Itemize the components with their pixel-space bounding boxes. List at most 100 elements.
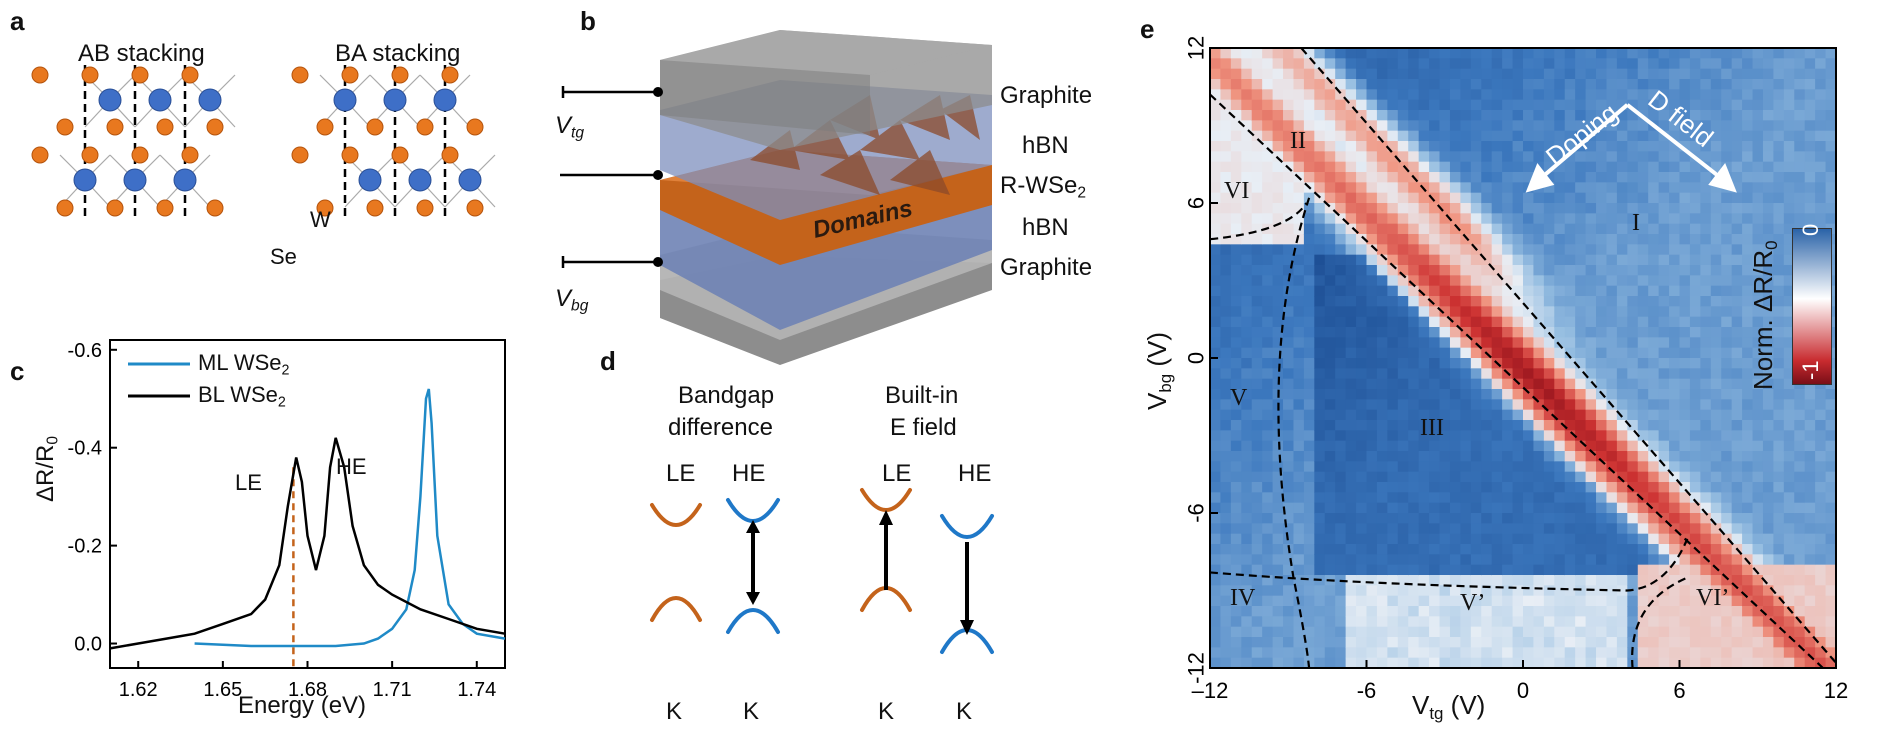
lattice [292,65,495,218]
se-atom [467,119,483,135]
y-tick-label: 6 [1184,197,1209,209]
colorbar-bottom-value: -1 [1798,360,1824,380]
se-atom [132,147,148,163]
legend-bl: BL WSe2 [198,382,286,410]
y-tick-label: 12 [1184,36,1209,60]
se-atom [367,200,383,216]
y-tick-label: 0.0 [74,634,102,656]
x-tick-label: 12 [1824,678,1848,703]
colorbar-top-value: 0 [1798,224,1824,236]
se-atom [107,200,123,216]
y-tick-label: 0 [1184,352,1209,364]
region-IV: IV [1230,585,1255,612]
w-atom [99,89,121,111]
k-label-2: K [743,698,759,726]
se-atom [57,119,73,135]
w-atom [359,169,381,191]
le-valence-band-left [652,598,700,620]
se-atom [157,119,173,135]
se-atom [82,67,98,83]
k-label-3: K [878,698,894,726]
panel-c: c 1.621.651.681.711.74-0.6-0.4-0.20.0 ΔR… [0,320,530,744]
w-atom-label: W [310,207,331,233]
se-atom [132,67,148,83]
se-atom [207,119,223,135]
y-tick-label: -12 [1184,652,1209,684]
circuit-wires [560,80,658,274]
region-II: II [1290,128,1306,155]
he-valence-band-left [728,610,778,632]
spectra-ylabel: ΔR/R0 [32,436,63,502]
se-atom-label: Se [270,244,297,270]
se-atom [32,147,48,163]
se-atom [207,200,223,216]
spectra-xlabel: Energy (eV) [238,692,366,720]
se-atom [392,67,408,83]
legend-ml: ML WSe2 [198,350,289,378]
x-tick-label: 0 [1517,678,1529,703]
x-tick-label: 1.71 [373,679,412,701]
he-peak-label: HE [336,454,367,480]
vtg-label: Vtg [555,112,584,143]
x-tick-label: 1.62 [119,679,158,701]
region-III: III [1420,415,1444,442]
lattice [32,65,235,218]
se-atom [317,119,333,135]
w-atom [74,169,96,191]
x-tick-label: 1.74 [457,679,496,701]
se-atom [32,67,48,83]
w-atom [459,169,481,191]
vbg-label: Vbg [555,285,588,316]
x-tick-label: 1.65 [203,679,242,701]
x-tick-label: -6 [1357,678,1377,703]
w-atom [434,89,456,111]
w-atom [199,89,221,111]
se-atom [417,200,433,216]
series-line-bl [110,438,505,649]
y-tick-label: -6 [1184,503,1209,523]
se-atom [182,147,198,163]
se-atom [157,200,173,216]
se-atom [57,200,73,216]
le-peak-label: LE [235,470,262,496]
le-conduction-band-right [862,490,910,510]
layer-label-wse2: R-WSe2 [1000,172,1086,203]
series-line-ml [195,389,505,646]
se-atom [342,147,358,163]
panel-a: a AB stacking BA stacking W Se [0,0,520,290]
se-atom [182,67,198,83]
se-atom [292,147,308,163]
k-label-4: K [956,698,972,726]
region-I: I [1632,210,1640,237]
w-atom [174,169,196,191]
x-tick-label: 6 [1673,678,1685,703]
k-label-1: K [666,698,682,726]
se-atom [442,147,458,163]
layer-label-graphite-bottom: Graphite [1000,254,1092,282]
he-conduction-band-right [942,516,992,537]
w-atom [409,169,431,191]
se-atom [467,200,483,216]
w-atom [124,169,146,191]
le-conduction-band-left [652,505,700,525]
w-atom [149,89,171,111]
layer-label-hbn-bottom: hBN [1022,214,1069,242]
se-atom [82,147,98,163]
heatmap-ylabel: Vbg (V) [1142,332,1176,410]
he-conduction-band-left [728,500,778,521]
region-VI-prime: VI’ [1696,585,1729,612]
y-tick-label: -0.2 [68,536,102,558]
w-atom [384,89,406,111]
region-V: V [1230,385,1247,412]
w-atom [334,89,356,111]
colorbar-label: Norm. ΔR/R0 [1748,240,1782,390]
panel-b: b Domains [560,0,1140,370]
layer-label-hbn-top: hBN [1022,132,1069,160]
heatmap-xlabel: Vtg (V) [1412,690,1485,724]
se-atom [342,67,358,83]
panel-d: d Bandgap difference Built-in E field LE… [560,320,1140,744]
se-atom [417,119,433,135]
region-V-prime: V’ [1460,590,1485,617]
y-tick-label: -0.4 [68,438,102,460]
panel-e: e –12-606121260-6-12 Vbg (V) Vtg (V) Dop… [1130,0,1877,744]
